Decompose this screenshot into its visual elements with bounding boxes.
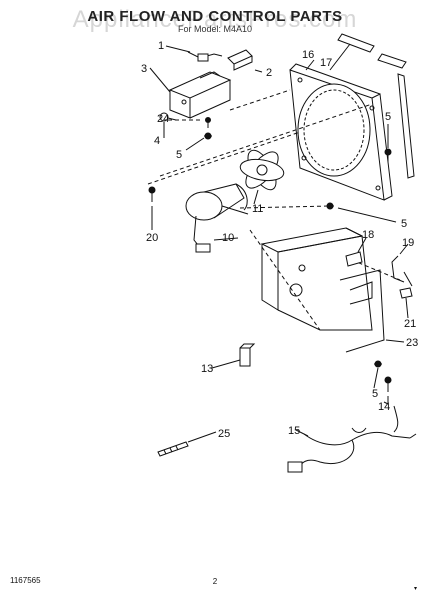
- corner-mark: ▾: [414, 586, 418, 592]
- diagram-subtitle: For Model: M4A10: [177, 24, 253, 34]
- part-19-bulb: [391, 255, 413, 287]
- part-11-fan-blade: [239, 149, 285, 191]
- part-15-power-cord: [287, 405, 417, 473]
- assembly-guide-lines: [147, 89, 401, 331]
- leader-lines: [149, 43, 409, 443]
- callout-1: 1: [158, 40, 164, 52]
- part-20-screw: [148, 186, 156, 202]
- diagram-title: AIR FLOW AND CONTROL PARTS: [87, 8, 343, 25]
- part-10-motor: [185, 183, 249, 253]
- callout-3: 3: [141, 63, 147, 75]
- callout-16: 16: [302, 49, 314, 61]
- callout-23: 23: [406, 337, 418, 349]
- callout-20: 20: [146, 232, 158, 244]
- part-18-bushing: [345, 251, 363, 267]
- part-25-rod: [157, 441, 189, 457]
- callout-11: 11: [252, 203, 263, 215]
- part-5-screw-b: [384, 148, 392, 162]
- callout-18: 18: [362, 229, 374, 241]
- part-3-bracket: [168, 71, 232, 119]
- part-5-screw-d: [374, 360, 382, 368]
- part-16-shroud: [289, 63, 393, 201]
- part-17-seal: [337, 33, 415, 179]
- watermark: AppliancePartsPros.com: [72, 6, 358, 33]
- callout-21: 21: [404, 318, 416, 330]
- part-21-clip: [399, 287, 413, 299]
- callout-10: 10: [222, 232, 234, 244]
- callout-4: 4: [154, 135, 160, 147]
- part-23-control-housing: [260, 227, 385, 353]
- callout-5-a: 5: [176, 149, 182, 161]
- callout-17: 17: [320, 57, 332, 69]
- part-24-washer: [159, 112, 169, 122]
- callout-2: 2: [266, 67, 272, 79]
- callout-5-b: 5: [385, 111, 391, 123]
- page-number: 2: [212, 577, 218, 586]
- part-5-screw-a: [204, 132, 212, 140]
- part-2-control: [227, 49, 253, 71]
- part-14-screw: [384, 376, 392, 404]
- part-1-sensor: [187, 51, 223, 62]
- callout-14: 14: [378, 401, 390, 413]
- callout-15: 15: [288, 425, 300, 437]
- callout-24: 24: [157, 113, 169, 125]
- callout-25: 25: [218, 428, 230, 440]
- part-4-screw: [205, 117, 211, 128]
- callout-5-c: 5: [401, 218, 407, 230]
- callout-5-d: 5: [372, 388, 378, 400]
- callout-19: 19: [402, 237, 414, 249]
- part-13-connector: [239, 343, 256, 367]
- callout-13: 13: [201, 363, 213, 375]
- document-number: 1167565: [10, 576, 41, 585]
